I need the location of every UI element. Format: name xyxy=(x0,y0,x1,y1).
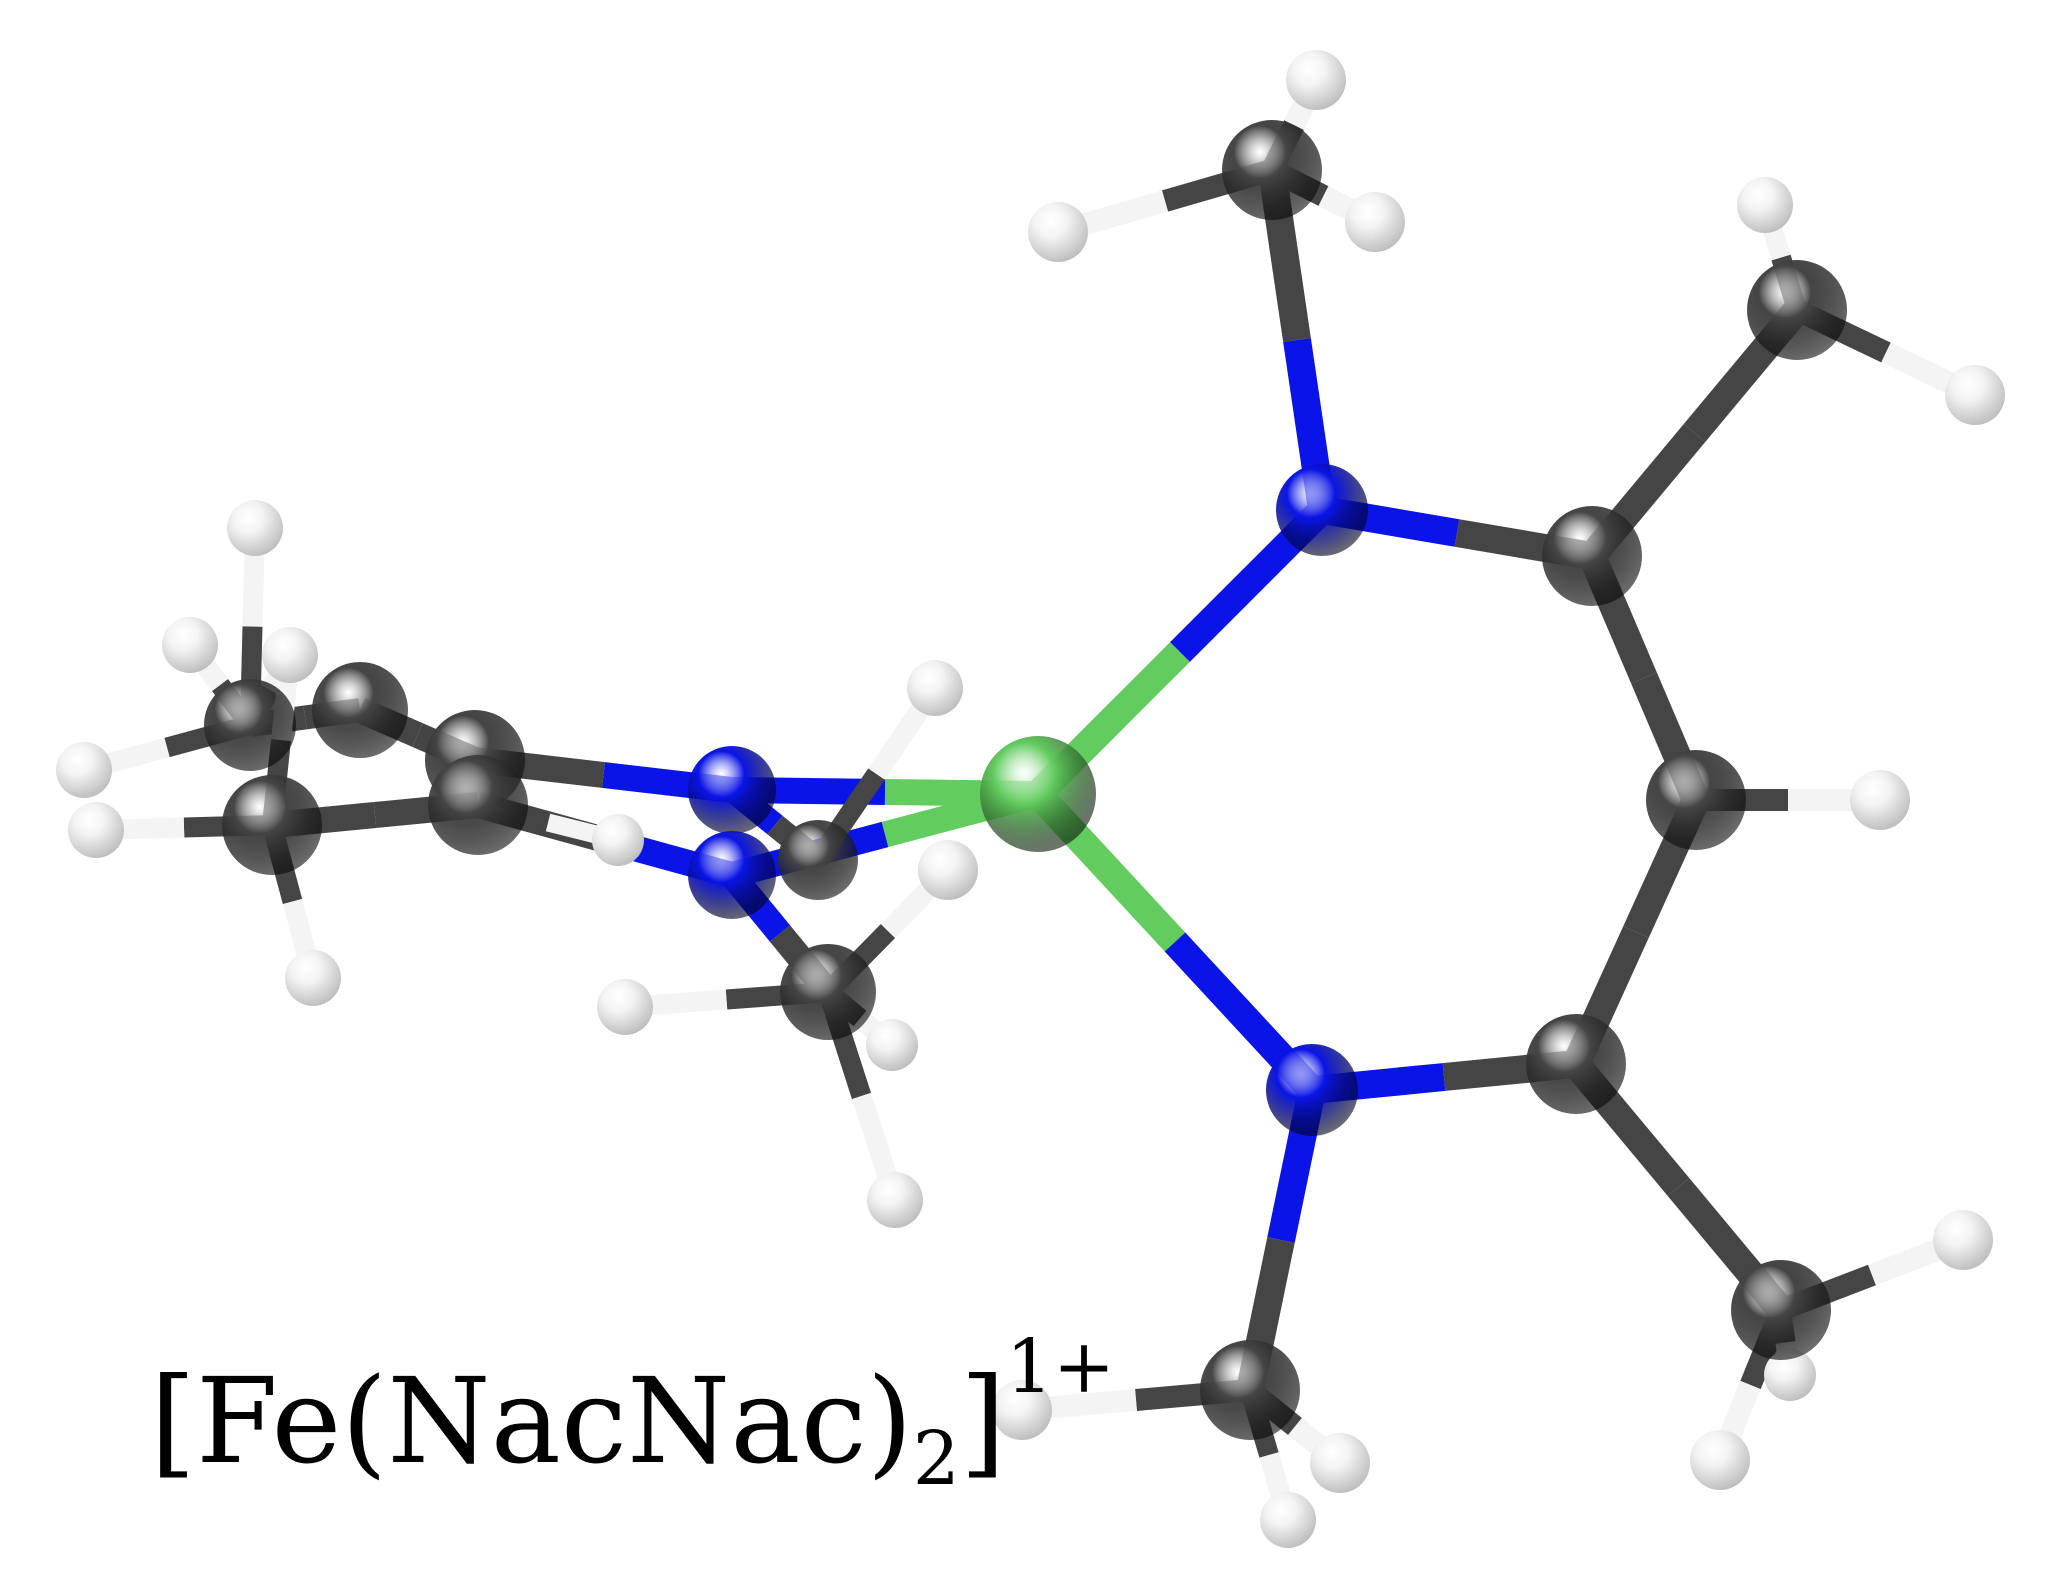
formula-bracket: ] xyxy=(959,1352,1006,1490)
hydrogen-atom-h9 xyxy=(1764,1349,1816,1401)
carbon-atom-c3 xyxy=(1747,260,1847,360)
hydrogen-atom-h18 xyxy=(285,950,341,1006)
carbon-atom-c5 xyxy=(1526,1014,1626,1114)
hydrogen-atom-h13 xyxy=(227,500,283,556)
nitrogen-atom-n1 xyxy=(1276,464,1368,556)
hydrogen-atom-h14 xyxy=(162,617,218,673)
carbon-atom-c2 xyxy=(1542,506,1642,606)
hydrogen-atom-h8 xyxy=(1690,1430,1750,1490)
carbon-atom-c13 xyxy=(780,944,876,1040)
formula-main: [Fe(NacNac) xyxy=(150,1352,913,1490)
hydrogen-atom-h7 xyxy=(1933,1210,1993,1270)
atoms-layer xyxy=(56,50,2005,1548)
carbon-atom-c4 xyxy=(1646,750,1746,850)
hydrogen-atom-h4 xyxy=(1737,177,1793,233)
hydrogen-atom-h21 xyxy=(597,979,653,1035)
hydrogen-atom-h24 xyxy=(592,814,644,866)
hydrogen-atom-h17 xyxy=(68,802,124,858)
carbon-atom-c6 xyxy=(1731,1260,1831,1360)
hydrogen-atom-h1 xyxy=(1286,50,1346,110)
hydrogen-atom-h12 xyxy=(1260,1492,1316,1548)
iron-atom-fe xyxy=(980,736,1096,852)
hydrogen-atom-h23 xyxy=(867,1172,923,1228)
hydrogen-atom-h16 xyxy=(56,742,112,798)
carbon-atom-c7 xyxy=(1200,1340,1300,1440)
nitrogen-atom-n2 xyxy=(1266,1044,1358,1136)
hydrogen-atom-h15 xyxy=(262,627,318,683)
formula-charge: 1+ xyxy=(1005,1324,1115,1410)
hydrogen-atom-h20 xyxy=(918,840,978,900)
carbon-atom-c11 xyxy=(204,679,296,771)
hydrogen-atom-h2 xyxy=(1028,202,1088,262)
nitrogen-atom-n3 xyxy=(688,746,776,834)
hydrogen-atom-h10 xyxy=(992,1380,1052,1440)
carbon-atom-c9 xyxy=(428,755,528,855)
hydrogen-atom-h6 xyxy=(1850,770,1910,830)
hydrogen-atom-h5 xyxy=(1945,365,2005,425)
hydrogen-atom-h19 xyxy=(907,660,963,716)
carbon-atom-c12 xyxy=(222,775,322,875)
nitrogen-atom-n4 xyxy=(688,831,776,919)
carbon-atom-c10 xyxy=(312,662,408,758)
hydrogen-atom-h22 xyxy=(866,1019,918,1071)
complex-formula-label: [Fe(NacNac)2]1+ xyxy=(150,1330,1115,1496)
hydrogen-atom-h3 xyxy=(1345,192,1405,252)
carbon-atom-c14 xyxy=(778,820,858,900)
formula-subscript: 2 xyxy=(912,1416,960,1502)
carbon-atom-c1 xyxy=(1222,120,1322,220)
hydrogen-atom-h11 xyxy=(1310,1433,1370,1493)
